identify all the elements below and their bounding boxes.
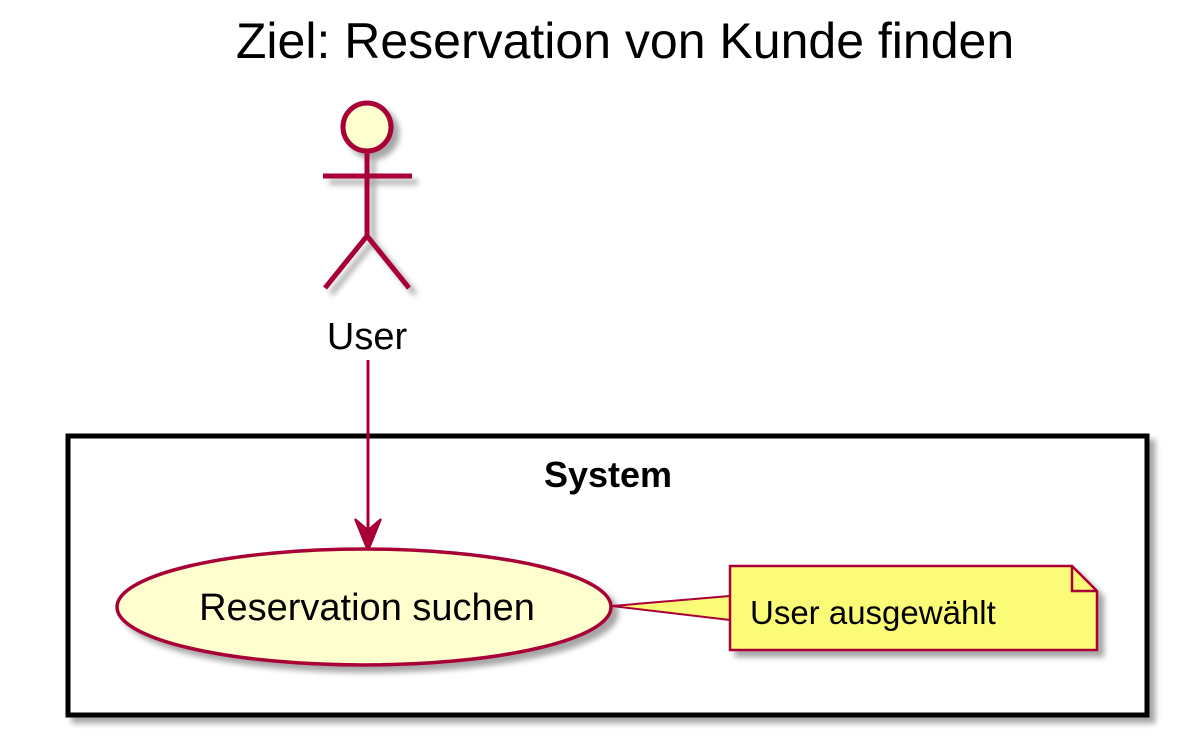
actor-label: User <box>327 316 408 358</box>
usecase-ellipse[interactable] <box>115 547 613 667</box>
note-fold <box>1070 566 1097 593</box>
stick-figure-icon <box>323 100 412 290</box>
note-text: User ausgewählt <box>750 594 996 631</box>
actor-right-leg <box>365 234 411 290</box>
actor-left-leg <box>323 234 369 290</box>
usecase-label: Reservation suchen <box>199 587 535 629</box>
association-arrow <box>354 360 382 554</box>
system-label: System <box>544 454 672 495</box>
diagram-title: Ziel: Reservation von Kunde finden <box>236 13 1014 69</box>
actor-head <box>340 100 394 154</box>
note-shape[interactable] <box>728 564 1099 652</box>
